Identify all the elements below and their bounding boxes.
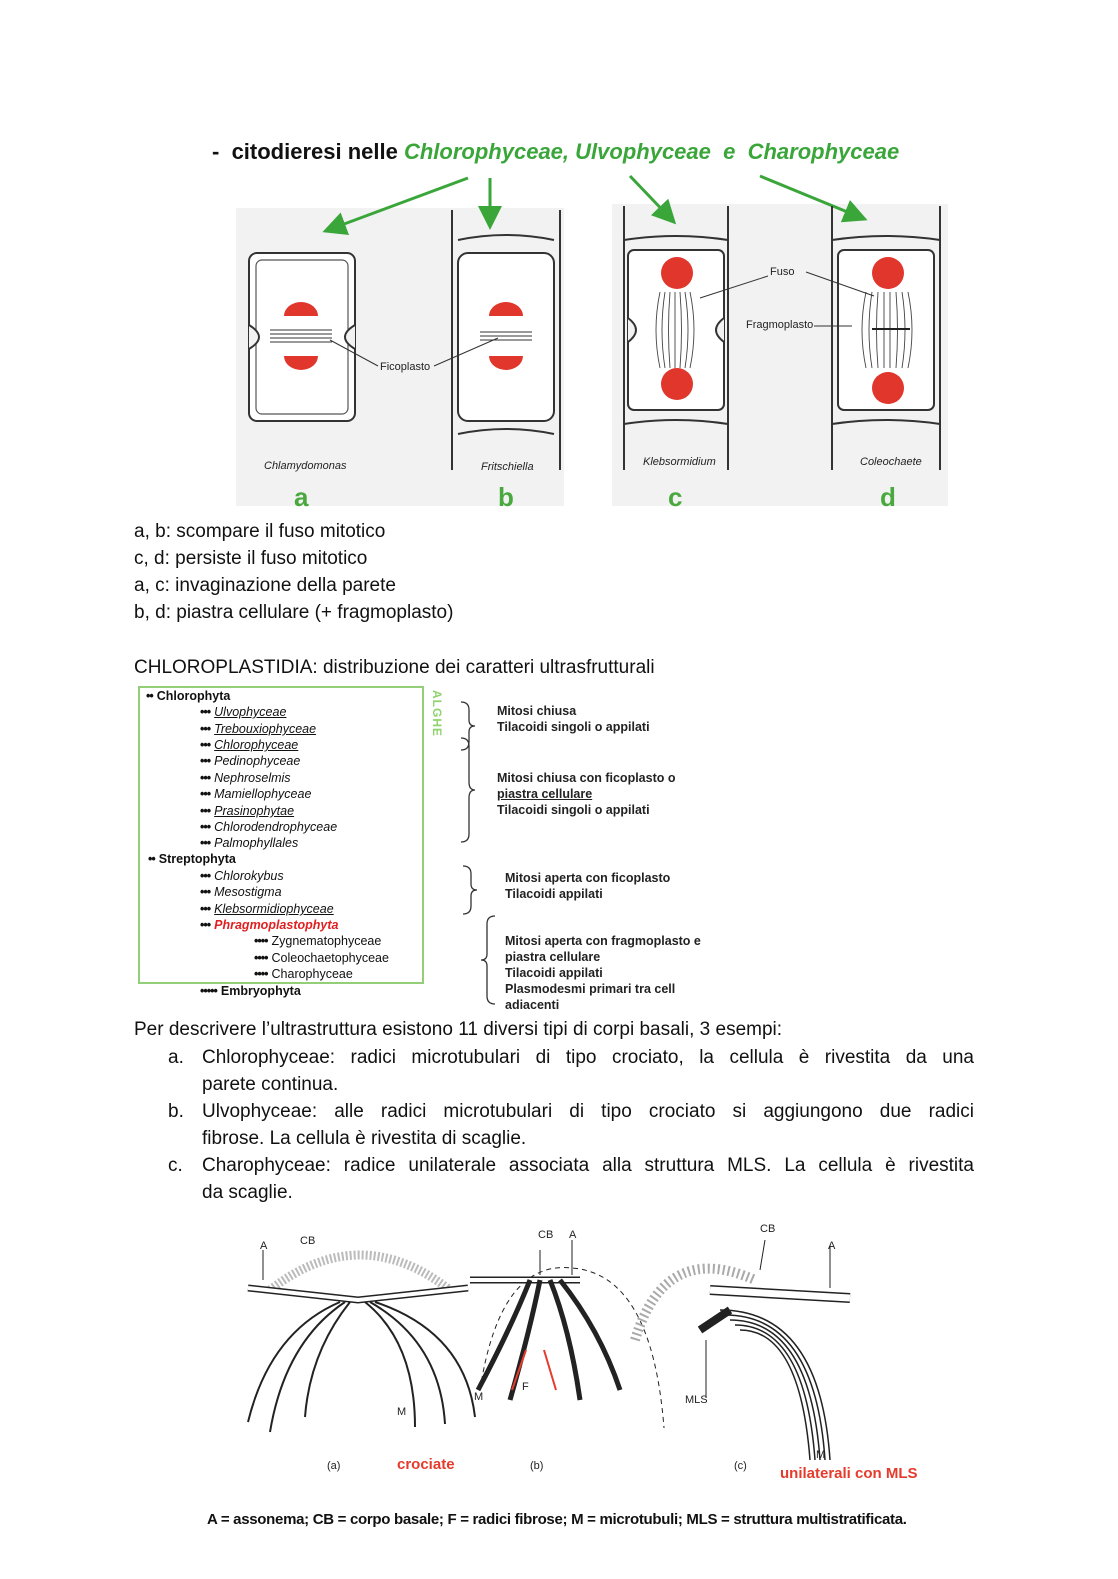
caption-c: Klebsormidium xyxy=(643,456,716,468)
label-cb: CB xyxy=(760,1223,776,1235)
desc-block: Mitosi aperta con fragmoplasto e piastra… xyxy=(505,934,701,1012)
algae-side-label: ALGHE xyxy=(430,690,444,737)
label-a-axoneme: A xyxy=(260,1240,268,1252)
label-cb: CB xyxy=(300,1235,316,1247)
label-mls: MLS xyxy=(685,1394,708,1406)
caption-d: Coleochaete xyxy=(860,456,922,468)
desc-block: Mitosi aperta con ficoplasto Tilacoidi a… xyxy=(505,871,671,901)
panel-label-a: (a) xyxy=(327,1460,341,1472)
label-unilaterali: unilaterali con MLS xyxy=(780,1465,918,1482)
label-fuso: Fuso xyxy=(770,266,795,278)
list-marker: c. xyxy=(168,1155,183,1176)
taxon-line: ••••Charophyceae xyxy=(254,967,353,981)
caption-a: Chlamydomonas xyxy=(264,460,347,472)
taxon-line: •••Nephroselmis xyxy=(200,771,291,785)
taxon-line: •••Trebouxiophyceae xyxy=(200,722,317,736)
cell-d xyxy=(831,206,941,470)
panel-letter-b: b xyxy=(498,482,514,512)
list-item-line: parete continua. xyxy=(202,1074,339,1095)
list-item-line: fibrose. La cellula è rivestita di scagl… xyxy=(202,1128,527,1149)
caption-b: Fritschiella xyxy=(481,461,534,473)
section-heading: CHLOROPLASTIDIA: distribuzione dei carat… xyxy=(134,657,655,678)
drawing-c xyxy=(630,1239,851,1461)
note-line: c, d: persiste il fuso mitotico xyxy=(134,548,368,569)
list-marker: b. xyxy=(168,1101,184,1122)
taxon-line: •••Mesostigma xyxy=(200,885,282,899)
label-m: M xyxy=(397,1406,407,1418)
label-a-axoneme: A xyxy=(828,1240,836,1252)
desc-block: Mitosi chiusa con ficoplasto o piastra c… xyxy=(497,771,676,817)
list-item-line: Charophyceae: radice unilaterale associa… xyxy=(202,1155,974,1176)
taxon-line: •••Klebsormidiophyceae xyxy=(200,902,334,916)
list-item-line: Chlorophyceae: radici microtubulari di t… xyxy=(202,1047,974,1068)
taxon-line: •••Ulvophyceae xyxy=(200,705,287,719)
panel-letter-a: a xyxy=(294,482,309,512)
label-fragmoplasto: Fragmoplasto xyxy=(746,319,814,331)
taxon-line: •••Mamiellophyceae xyxy=(200,787,312,801)
taxon-line: •••Prasinophytae xyxy=(200,804,295,818)
taxon-line: •••Chlorodendrophyceae xyxy=(200,820,338,834)
algae-box xyxy=(138,686,424,984)
taxon-line: ••Chlorophyta xyxy=(146,689,231,703)
intro-paragraph: Per descrivere l’ultrastruttura esistono… xyxy=(134,1019,783,1040)
label-a-axoneme: A xyxy=(569,1229,577,1241)
taxon-line: ••••Zygnematophyceae xyxy=(254,934,382,948)
cell-a xyxy=(248,252,356,422)
label-f: F xyxy=(522,1381,529,1393)
label-ficoplasto: Ficoplasto xyxy=(380,361,431,373)
cytokinesis-drawings xyxy=(248,174,941,470)
cell-c xyxy=(623,206,729,470)
taxon-line: •••Phragmoplastophyta xyxy=(200,918,339,932)
note-line: a, b: scompare il fuso mitotico xyxy=(134,521,386,542)
taxon-line: •••Chlorophyceae xyxy=(200,738,299,752)
label-crociate: crociate xyxy=(397,1456,455,1473)
label-m: M xyxy=(816,1449,826,1461)
panel-label-b: (b) xyxy=(530,1460,544,1472)
taxon-line: •••Chlorokybus xyxy=(200,869,284,883)
note-line: b, d: piastra cellulare (+ fragmoplasto) xyxy=(134,602,454,623)
cell-b xyxy=(451,210,561,470)
panel-letter-c: c xyxy=(668,482,683,512)
desc-block: Mitosi chiusa Tilacoidi singoli o appila… xyxy=(497,704,650,734)
taxon-line: ••Streptophyta xyxy=(148,852,236,866)
taxon-line: •••Palmophyllales xyxy=(200,836,299,850)
list-item-line: Ulvophyceae: alle radici microtubulari d… xyxy=(202,1101,974,1122)
panel-letter-d: d xyxy=(880,482,896,512)
label-cb: CB xyxy=(538,1229,554,1241)
list-item-line: da scaglie. xyxy=(202,1182,293,1203)
list-marker: a. xyxy=(168,1047,184,1068)
figure-legend: A = assonema; CB = corpo basale; F = rad… xyxy=(207,1511,907,1528)
taxon-line: •••••Embryophyta xyxy=(200,984,301,998)
taxon-line: ••••Coleochaetophyceae xyxy=(254,951,389,965)
basal-body-drawings xyxy=(247,1239,851,1461)
drawing-b xyxy=(470,1240,665,1429)
label-m: M xyxy=(474,1391,484,1403)
figure-title: - citodieresi nelle Chlorophyceae, Ulvop… xyxy=(212,139,900,164)
drawing-a xyxy=(247,1250,476,1433)
note-line: a, c: invaginazione della parete xyxy=(134,575,396,596)
braces xyxy=(460,701,496,1005)
panel-label-c: (c) xyxy=(734,1460,747,1472)
taxon-line: •••Pedinophyceae xyxy=(200,754,301,768)
